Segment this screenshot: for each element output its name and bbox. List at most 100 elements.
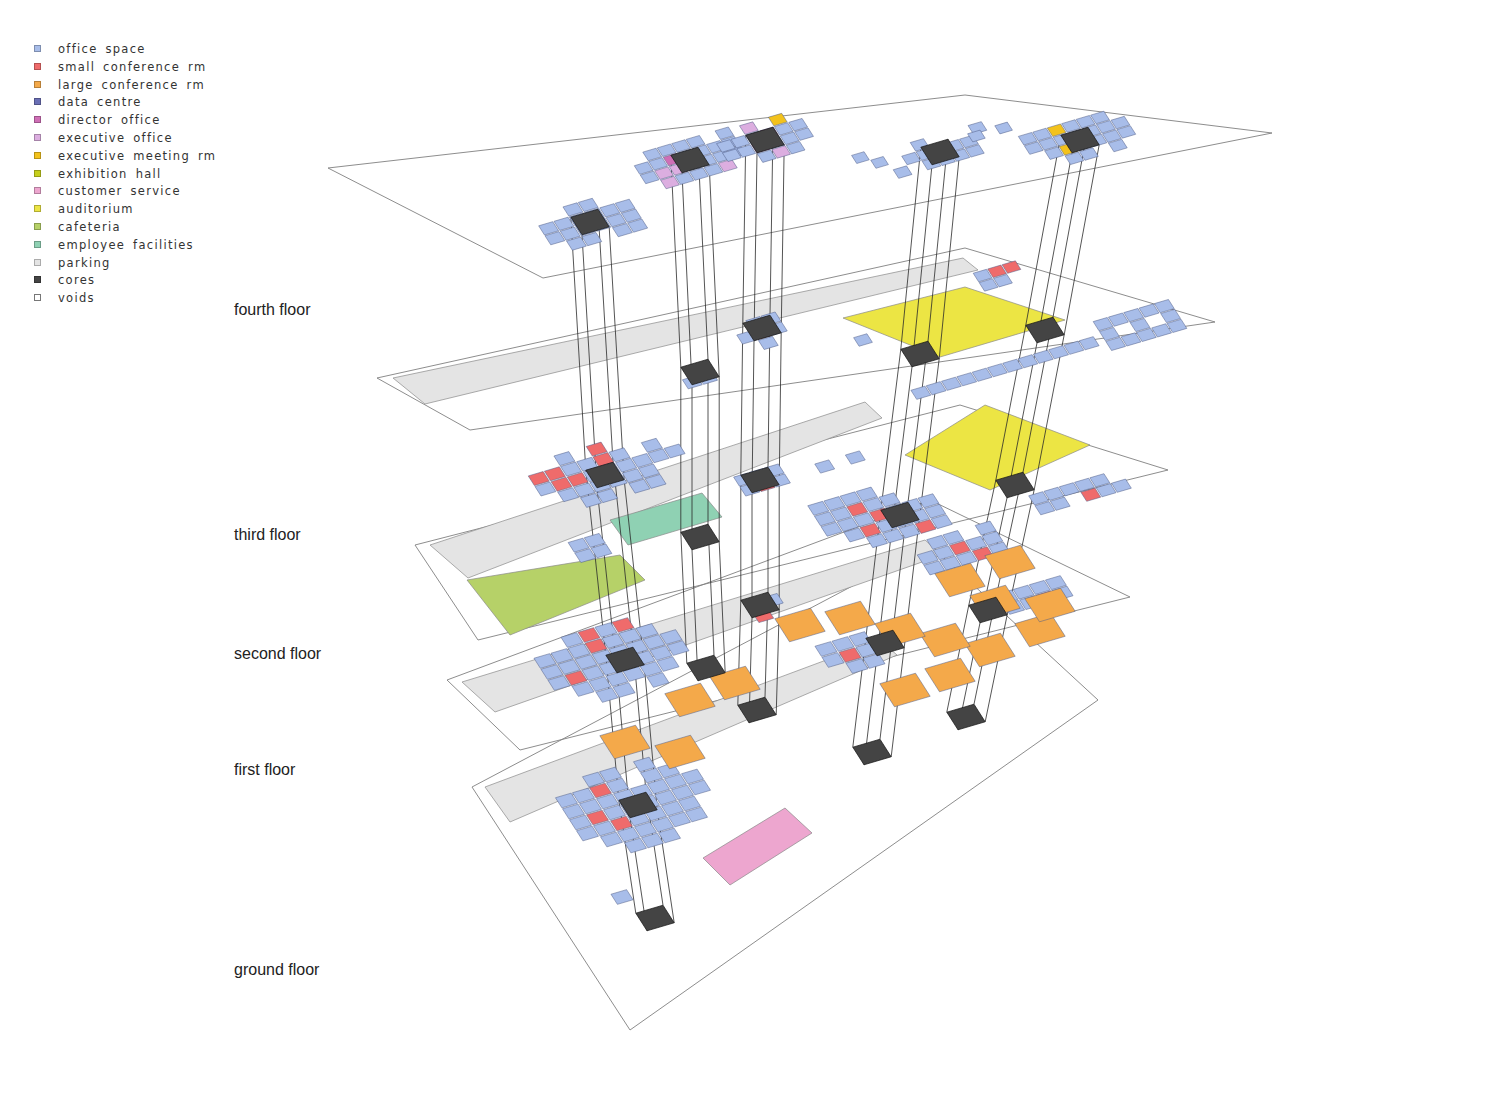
room-tile xyxy=(1117,126,1136,139)
legend-text: director office xyxy=(58,113,161,127)
room-tile xyxy=(931,515,952,529)
legend-swatch xyxy=(34,205,41,212)
legend-text: large conference rm xyxy=(58,78,205,92)
core-line xyxy=(881,349,901,510)
core-line xyxy=(1034,335,1064,490)
room-tile xyxy=(871,157,889,169)
core-line xyxy=(741,323,743,475)
legend-text: cafeteria xyxy=(58,220,121,234)
room-tile xyxy=(965,145,984,158)
legend-swatch xyxy=(34,98,41,105)
room-tile xyxy=(880,673,930,707)
core xyxy=(681,524,719,550)
legend-text: cores xyxy=(58,273,95,287)
room-tile xyxy=(1002,261,1021,274)
legend-item: large conference rm xyxy=(34,77,181,93)
core xyxy=(921,139,959,165)
room-tile xyxy=(658,828,680,843)
core-line xyxy=(752,341,754,493)
core xyxy=(606,647,644,673)
core xyxy=(1061,127,1099,153)
core xyxy=(681,359,719,385)
legend-item: voids xyxy=(34,290,71,306)
room-tile xyxy=(994,274,1013,287)
legend-text: voids xyxy=(58,291,95,305)
legend-text: small conference rm xyxy=(58,60,206,74)
legend-item: office space xyxy=(34,41,122,57)
room-tile xyxy=(582,232,602,245)
legend-item: employee facilities xyxy=(34,237,170,253)
room-tile xyxy=(815,460,835,473)
room-tile xyxy=(1167,319,1187,332)
room-tile xyxy=(685,807,707,822)
legend-text: employee facilities xyxy=(58,238,194,252)
room-tile xyxy=(647,673,669,688)
core xyxy=(901,341,939,367)
room-tile xyxy=(1079,337,1099,350)
legend-swatch xyxy=(34,187,41,194)
legend-item: director office xyxy=(34,112,137,128)
legend-swatch xyxy=(34,223,41,230)
legend-item: exhibition hall xyxy=(34,166,138,182)
core-line xyxy=(901,147,921,349)
room-tile xyxy=(995,122,1013,134)
floor-plane xyxy=(377,248,1215,430)
program-area xyxy=(905,405,1090,490)
room-tile xyxy=(688,780,710,795)
core-line xyxy=(779,485,780,610)
room-tile xyxy=(600,725,650,759)
room-tile xyxy=(613,683,635,698)
core xyxy=(853,739,891,765)
core-line xyxy=(740,475,741,600)
legend-swatch xyxy=(34,116,41,123)
floor-label: third floor xyxy=(234,525,301,545)
legend-swatch xyxy=(34,259,41,266)
legend-item: data centre xyxy=(34,94,118,110)
room-tile xyxy=(1108,139,1127,152)
core xyxy=(671,147,709,173)
core xyxy=(586,462,624,488)
legend-item: small conference rm xyxy=(34,59,182,75)
room-tile xyxy=(657,657,679,672)
core-line xyxy=(996,325,1026,480)
floor-label: first floor xyxy=(234,760,295,780)
room-tile xyxy=(935,563,985,597)
room-tile xyxy=(645,474,666,488)
room-tile xyxy=(920,623,970,657)
core-line xyxy=(609,227,624,480)
legend-item: parking xyxy=(34,255,87,271)
legend-item: auditorium xyxy=(34,201,110,217)
legend-text: executive office xyxy=(58,131,173,145)
program-area xyxy=(843,287,1065,357)
room-tile xyxy=(968,130,986,142)
room-tile xyxy=(825,601,875,635)
legend-text: office space xyxy=(58,42,146,56)
core-line xyxy=(781,145,784,333)
core-line xyxy=(1037,153,1072,343)
core xyxy=(619,792,657,818)
legend-swatch xyxy=(34,134,41,141)
core xyxy=(743,315,781,341)
program-area xyxy=(467,555,645,635)
legend-swatch xyxy=(34,294,41,301)
core xyxy=(881,502,919,528)
room-tile xyxy=(1111,479,1131,492)
room-tile xyxy=(795,128,814,141)
core-line xyxy=(912,165,932,367)
room-tile xyxy=(655,735,705,769)
legend-item: executive office xyxy=(34,130,149,146)
core-line xyxy=(928,139,948,341)
floor-plane xyxy=(472,545,1098,1030)
room-tile xyxy=(665,683,715,717)
core xyxy=(746,127,784,153)
room-tile xyxy=(854,334,873,347)
legend-text: data centre xyxy=(58,95,142,109)
core xyxy=(571,209,609,235)
legend-swatch xyxy=(34,152,41,159)
legend-swatch xyxy=(34,81,41,88)
core xyxy=(741,592,779,618)
core-line xyxy=(939,157,959,359)
core xyxy=(636,905,674,931)
floor-label: ground floor xyxy=(234,960,319,980)
legend-text: customer service xyxy=(58,184,181,198)
